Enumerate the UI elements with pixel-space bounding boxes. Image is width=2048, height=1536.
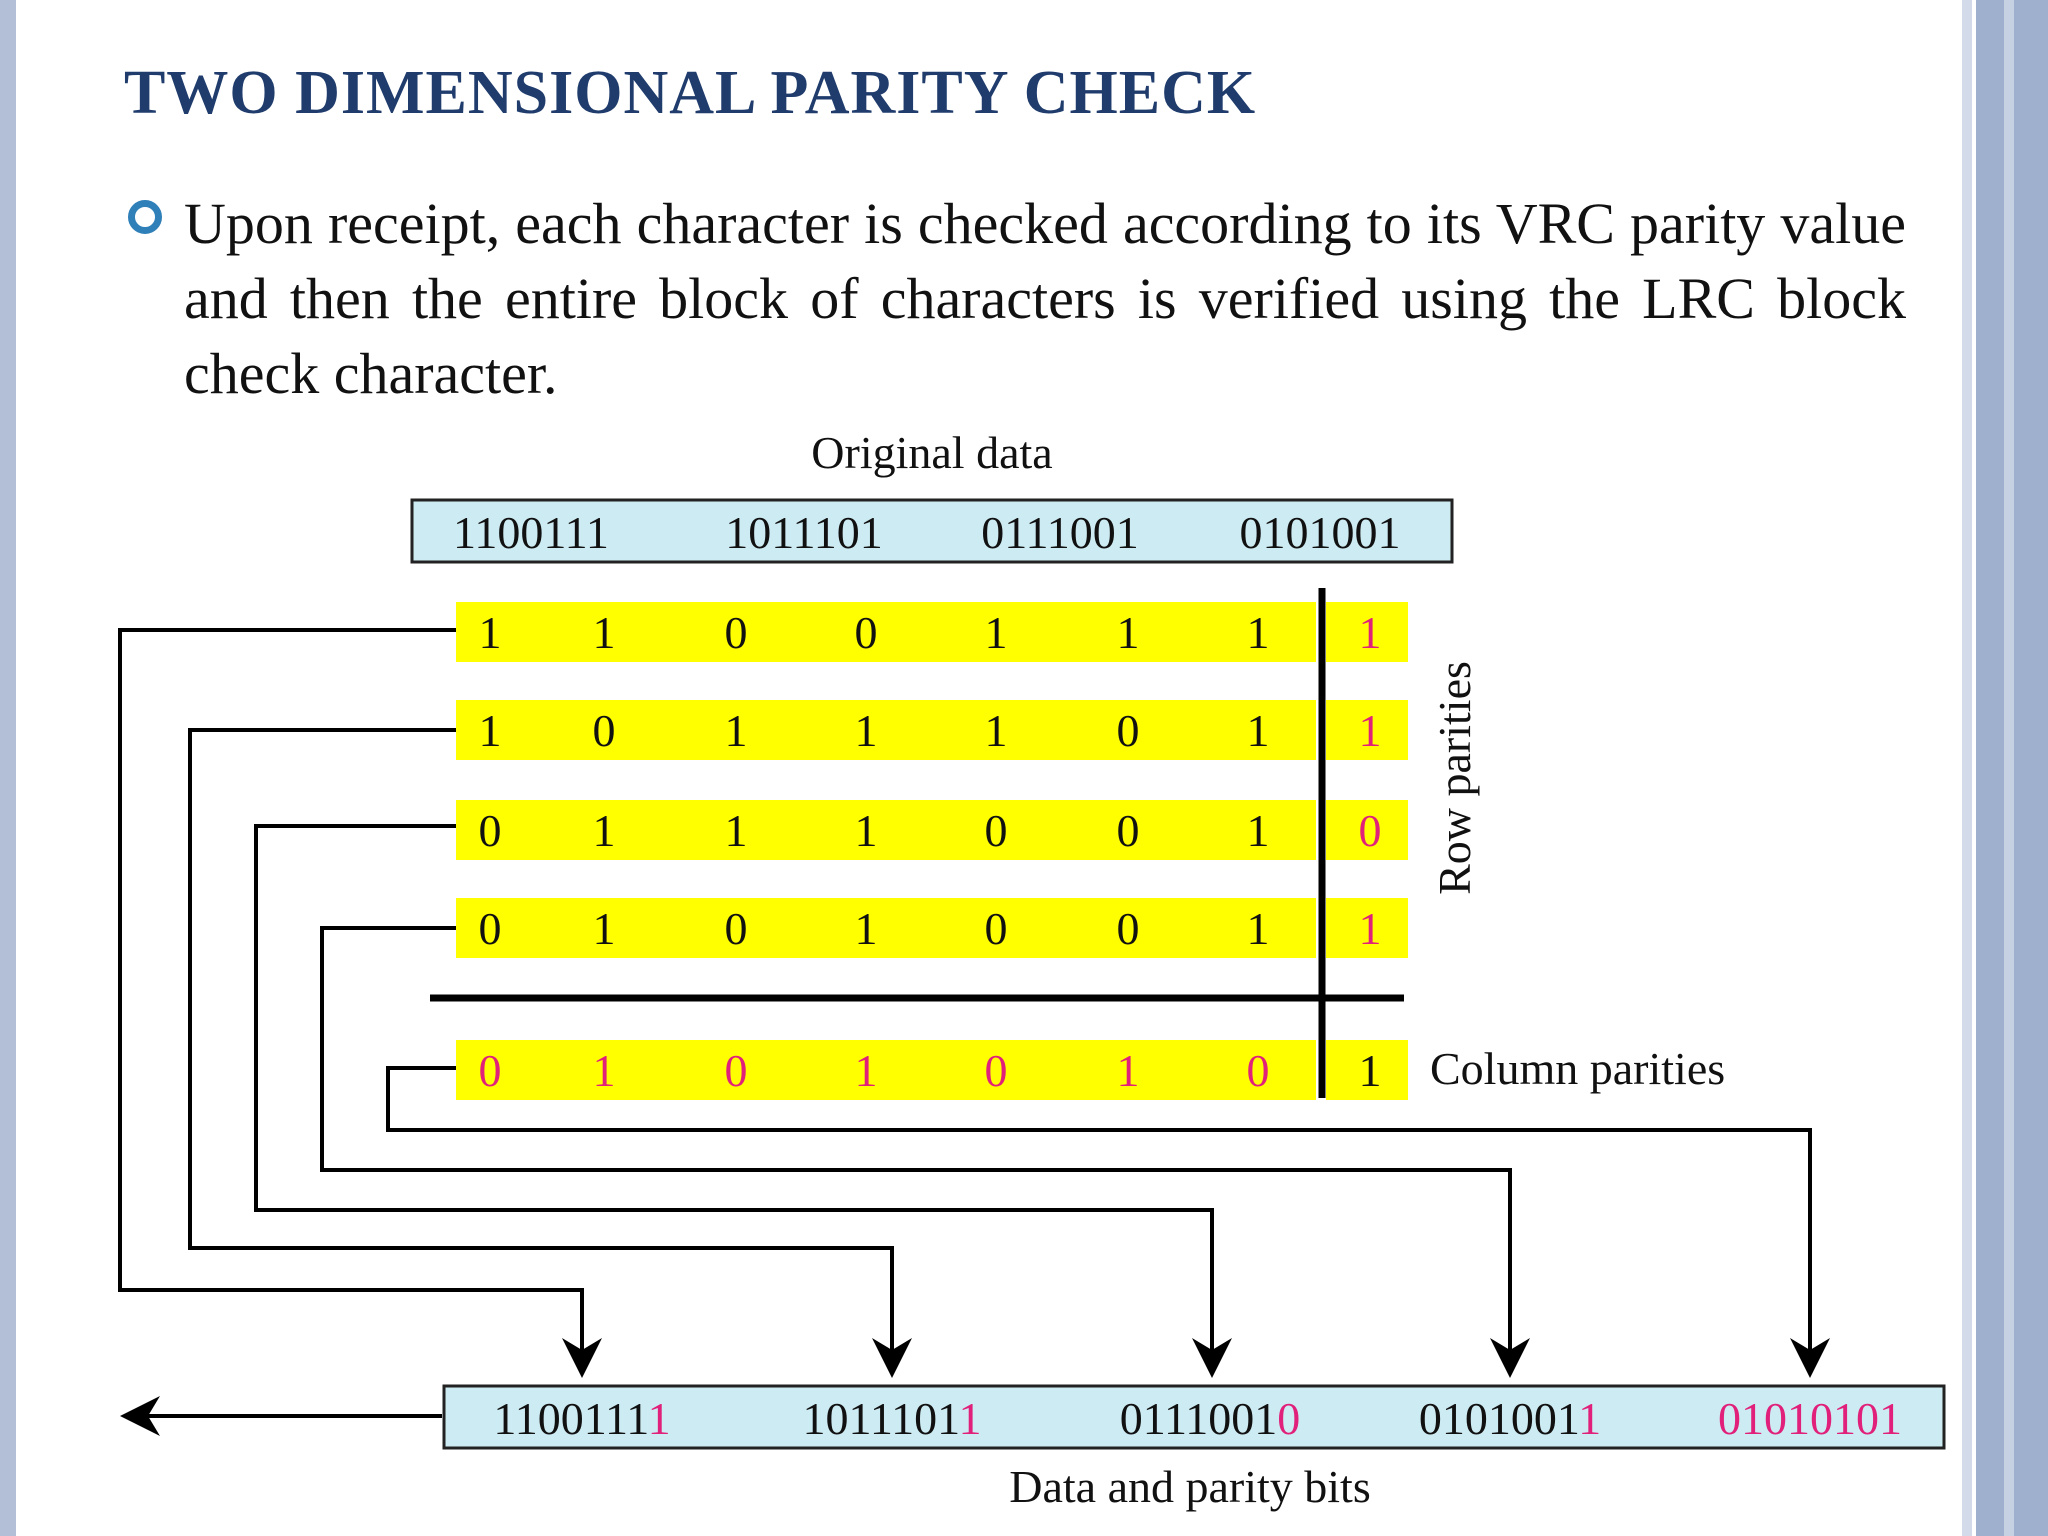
- connector-lines: [118, 628, 1830, 1436]
- output-word-parity: 0: [1277, 1393, 1300, 1444]
- column-parity-bit: 0: [479, 1045, 502, 1096]
- data-bit: 0: [1117, 805, 1140, 856]
- output-word: 10111011: [803, 1393, 982, 1444]
- data-row-highlight: [456, 602, 1316, 662]
- data-bit: 1: [1247, 607, 1270, 658]
- output-word: 11001111: [493, 1393, 670, 1444]
- output-word: 01010011: [1419, 1393, 1601, 1444]
- original-data-box: [410, 498, 1454, 564]
- connector-row-3: [254, 824, 1232, 1378]
- data-bit: 0: [985, 903, 1008, 954]
- data-bit: 0: [725, 903, 748, 954]
- connector-row-2: [188, 728, 912, 1378]
- data-bit: 1: [725, 805, 748, 856]
- row-parities-label: Row parities: [1429, 661, 1480, 895]
- data-bit: 1: [1117, 607, 1140, 658]
- left-border: [0, 0, 16, 1536]
- column-parity-bit: 1: [1117, 1045, 1140, 1096]
- bit-grid: 1 1 0 0 1 1 1 1 1 0 1 1 1 0 1 1 0 1 1 1 0 0 1 0 0 1 0 1 0 0 1 1 0 1 0 1 0 1 0 1: [456, 602, 1408, 1100]
- output-word-data: 0101001: [1419, 1393, 1578, 1444]
- data-bit: 1: [1247, 903, 1270, 954]
- data-row-parity-highlight: [1326, 898, 1408, 958]
- bullet-text: Upon receipt, each character is checked …: [184, 191, 1906, 406]
- data-bit: 1: [985, 705, 1008, 756]
- data-bit: 0: [479, 805, 502, 856]
- column-parity-bit: 0: [1247, 1045, 1270, 1096]
- connector-row-1: [118, 628, 602, 1378]
- right-border-stripe: [2004, 0, 2014, 1536]
- column-parity-bit: 0: [985, 1045, 1008, 1096]
- connector-row-4: [320, 926, 1530, 1378]
- data-bit: 1: [855, 705, 878, 756]
- bullet-circle-icon: [128, 200, 162, 234]
- data-bit: 1: [593, 607, 616, 658]
- output-word-data: 0111001: [1120, 1393, 1278, 1444]
- original-word: 0101001: [1240, 507, 1401, 558]
- data-row-parity-highlight: [1326, 800, 1408, 860]
- data-bit: 1: [479, 607, 502, 658]
- row-parity-bit: 0: [1359, 805, 1382, 856]
- lrc-parity-bit: 1: [1359, 1045, 1382, 1096]
- data-bit: 1: [479, 705, 502, 756]
- data-bit: 1: [855, 903, 878, 954]
- data-bit: 1: [985, 607, 1008, 658]
- column-parity-bit: 1: [855, 1045, 878, 1096]
- output-word-data: 1100111: [493, 1393, 647, 1444]
- output-word-parity: 01010101: [1718, 1393, 1902, 1444]
- output-label: Data and parity bits: [1009, 1461, 1371, 1512]
- data-bit: 0: [593, 705, 616, 756]
- column-parity-bit: 0: [725, 1045, 748, 1096]
- data-row-parity-highlight: [1326, 602, 1408, 662]
- column-parity-row-highlight: [456, 1040, 1316, 1100]
- data-bit: 0: [1117, 903, 1140, 954]
- output-word-parity: 1: [958, 1393, 981, 1444]
- row-parity-bit: 1: [1359, 607, 1382, 658]
- data-bit: 0: [985, 805, 1008, 856]
- data-row-highlight: [456, 898, 1316, 958]
- output-box: [442, 1384, 1946, 1450]
- original-word: 1011101: [725, 507, 883, 558]
- row-parity-bit: 1: [1359, 903, 1382, 954]
- original-word: 0111001: [981, 507, 1139, 558]
- data-bit: 0: [479, 903, 502, 954]
- data-bit: 1: [593, 805, 616, 856]
- column-parity-row-parity-highlight: [1326, 1040, 1408, 1100]
- row-parity-bit: 1: [1359, 705, 1382, 756]
- output-word-parity: 1: [1578, 1393, 1601, 1444]
- data-bit: 1: [593, 903, 616, 954]
- output-word: 01110010: [1120, 1393, 1301, 1444]
- data-row-highlight: [456, 800, 1316, 860]
- output-word-data: 1011101: [803, 1393, 959, 1444]
- data-bit: 0: [1117, 705, 1140, 756]
- data-bit: 1: [855, 805, 878, 856]
- column-parities-label: Column parities: [1430, 1043, 1725, 1094]
- data-row-highlight: [456, 700, 1316, 760]
- column-parity-bit: 1: [593, 1045, 616, 1096]
- data-bit: 1: [1247, 705, 1270, 756]
- original-word: 1100111: [453, 507, 609, 558]
- data-row-parity-highlight: [1326, 700, 1408, 760]
- connector-column-parity: [386, 1066, 1830, 1378]
- data-bit: 0: [725, 607, 748, 658]
- original-data-label: Original data: [811, 427, 1052, 478]
- output-word-parity: 1: [648, 1393, 671, 1444]
- data-bit: 1: [725, 705, 748, 756]
- output-word: 01010101: [1718, 1393, 1902, 1444]
- data-bit: 0: [855, 607, 878, 658]
- slide-title: TWO DIMENSIONAL PARITY CHECK: [124, 59, 1257, 127]
- data-bit: 1: [1247, 805, 1270, 856]
- right-border-inner: [1962, 0, 1972, 1536]
